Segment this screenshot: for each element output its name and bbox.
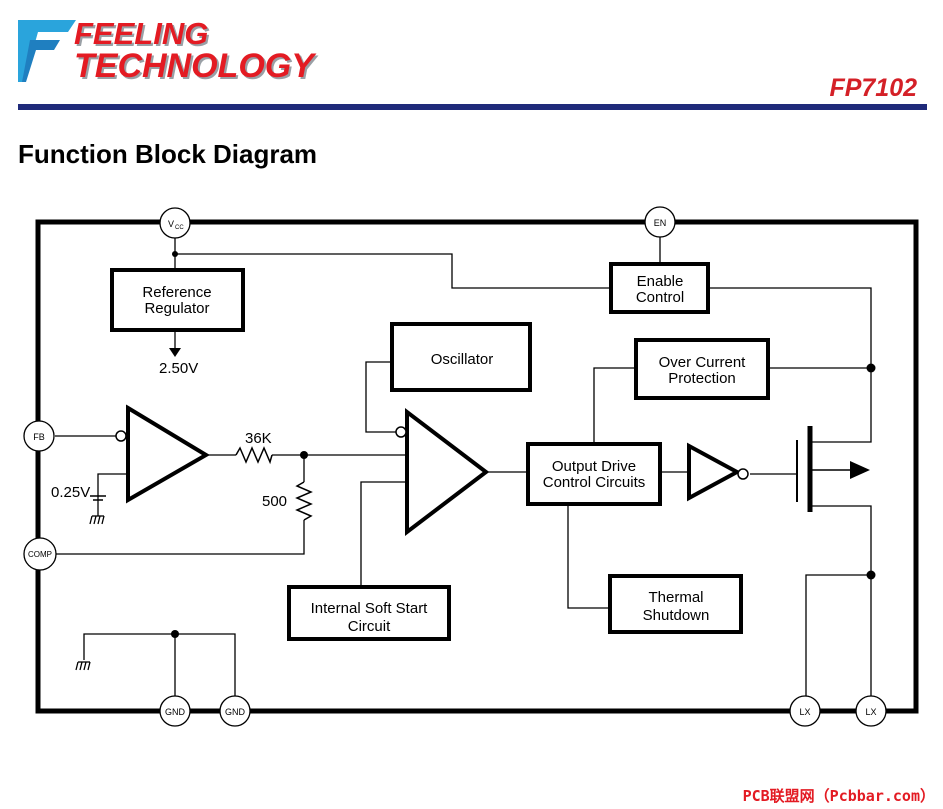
page-title: Function Block Diagram — [18, 139, 318, 169]
svg-text:FB: FB — [33, 432, 45, 442]
header-rule — [18, 104, 927, 110]
pin-lx-2: LX — [855, 695, 887, 727]
chip-boundary — [35, 219, 919, 714]
comparator-bubble — [395, 426, 407, 438]
svg-text:COMP: COMP — [28, 550, 52, 559]
wiring — [55, 236, 872, 696]
pin-gnd-2: GND — [219, 695, 251, 727]
reference-regulator-line2: Regulator — [144, 300, 209, 317]
output-drive-line1: Output Drive — [552, 458, 636, 475]
pin-comp: COMP — [23, 537, 57, 571]
part-number: FP7102 — [829, 74, 917, 102]
ground-icon — [89, 500, 105, 525]
pin-en: EN — [644, 206, 676, 238]
block-enable-control: Enable Control — [609, 262, 710, 314]
block-oscillator: Oscillator — [390, 322, 532, 392]
soft-start-line2: Circuit — [348, 618, 391, 635]
svg-text:GND: GND — [165, 707, 186, 717]
block-reference-regulator: Reference Regulator — [110, 268, 245, 332]
pin-gnd-1: GND — [159, 695, 191, 727]
gate-driver-buffer — [687, 442, 742, 502]
reference-regulator-line1: Reference — [142, 284, 211, 301]
pin-vcc: V CC — [159, 207, 191, 239]
pwm-comparator — [405, 407, 490, 537]
block-output-drive: Output Drive Control Circuits — [526, 442, 662, 506]
block-internal-soft-start: Internal Soft Start Circuit — [287, 585, 451, 641]
arrow-down-icon — [169, 348, 181, 357]
resistor-36k — [235, 446, 273, 465]
block-thermal-shutdown: Thermal Shutdown — [608, 574, 743, 634]
enable-control-line1: Enable — [637, 273, 684, 290]
junction-dots — [171, 251, 876, 638]
thermal-line1: Thermal — [648, 589, 703, 606]
logo-text-feeling: FEELING — [74, 16, 209, 51]
svg-text:LX: LX — [865, 707, 876, 717]
ocp-line1: Over Current — [659, 354, 747, 371]
label-0-25v: 0.25V — [51, 484, 90, 501]
inverting-input-bubble — [115, 430, 127, 442]
logo-text-technology: TECHNOLOGY — [74, 47, 314, 85]
svg-text:CC: CC — [175, 225, 184, 231]
svg-text:GND: GND — [225, 707, 246, 717]
svg-text:V: V — [168, 219, 174, 229]
oscillator-label: Oscillator — [431, 351, 494, 368]
pin-fb: FB — [23, 420, 55, 452]
pin-lx-1: LX — [789, 695, 821, 727]
watermark: PCB联盟网（Pcbbar.com） — [742, 787, 935, 805]
svg-text:LX: LX — [799, 707, 810, 717]
power-mosfet — [796, 426, 870, 512]
error-amplifier — [126, 404, 210, 504]
label-2-50v: 2.50V — [159, 360, 198, 377]
output-drive-line2: Control Circuits — [543, 474, 646, 491]
ocp-line2: Protection — [668, 370, 736, 387]
resistor-500 — [295, 481, 313, 521]
block-over-current-protection: Over Current Protection — [634, 338, 770, 400]
buffer-bubble — [737, 468, 749, 480]
company-logo: FEELING TECHNOLOGY — [16, 16, 326, 86]
label-36k: 36K — [245, 430, 272, 447]
label-500: 500 — [262, 493, 287, 510]
enable-control-line2: Control — [636, 289, 684, 306]
logo-mark-icon — [18, 20, 76, 82]
chip-ground-icon — [75, 661, 91, 671]
svg-text:EN: EN — [654, 218, 667, 228]
thermal-line2: Shutdown — [643, 607, 710, 624]
soft-start-line1: Internal Soft Start — [311, 600, 429, 617]
